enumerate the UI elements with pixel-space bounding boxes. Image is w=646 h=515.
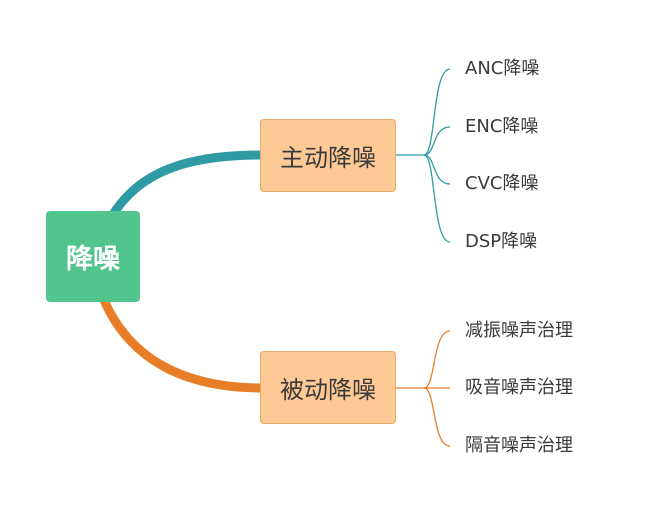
branch-node-active[interactable]: 主动降噪 bbox=[260, 119, 396, 192]
leaf-sound-absorption[interactable]: 吸音噪声治理 bbox=[465, 377, 573, 398]
branch-node-passive[interactable]: 被动降噪 bbox=[260, 351, 396, 424]
branch-label: 主动降噪 bbox=[280, 144, 376, 172]
branch-label: 被动降噪 bbox=[280, 376, 376, 404]
root-label: 降噪 bbox=[66, 244, 120, 275]
connector-root-to-passive bbox=[99, 295, 267, 393]
root-node[interactable]: 降噪 bbox=[46, 211, 140, 302]
leaf-vibration-damping[interactable]: 减振噪声治理 bbox=[465, 320, 573, 341]
connector-active-leaves bbox=[396, 68, 451, 243]
leaf-enc[interactable]: ENC降噪 bbox=[465, 116, 539, 137]
leaf-sound-insulation[interactable]: 隔音噪声治理 bbox=[465, 435, 573, 456]
leaf-dsp[interactable]: DSP降噪 bbox=[465, 231, 538, 252]
leaf-cvc[interactable]: CVC降噪 bbox=[465, 173, 539, 194]
leaf-anc[interactable]: ANC降噪 bbox=[465, 58, 540, 79]
connector-passive-leaves bbox=[396, 330, 451, 447]
connector-root-to-active bbox=[107, 150, 267, 221]
